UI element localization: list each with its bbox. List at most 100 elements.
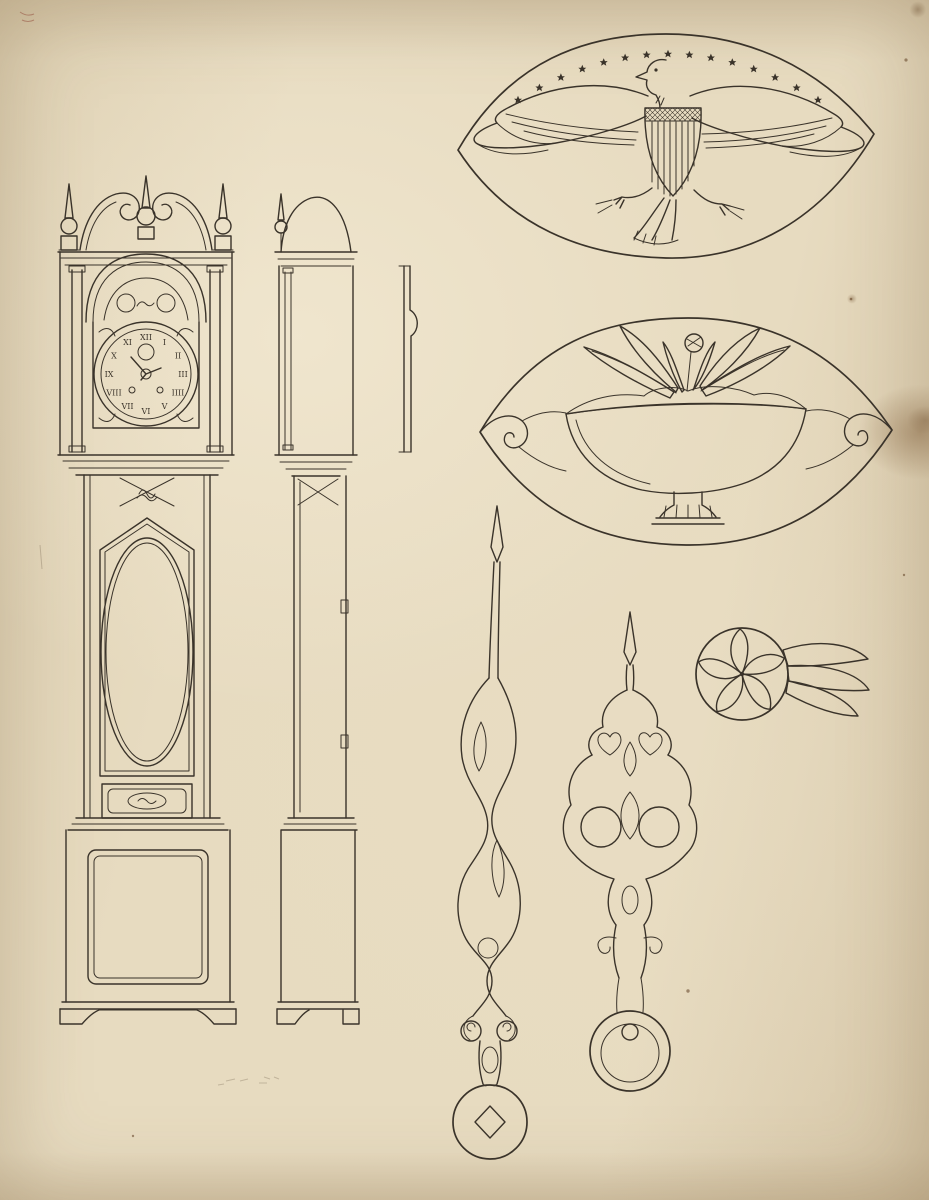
dial-numeral: I — [163, 338, 166, 347]
star-icon — [642, 50, 651, 59]
urn-mound — [565, 386, 807, 415]
husk-feather — [782, 642, 869, 667]
fret-cutout — [481, 1046, 499, 1074]
husk-feather — [785, 680, 859, 717]
dial-hands — [130, 356, 162, 381]
dial-numeral: III — [178, 370, 187, 379]
hand-boss — [589, 1010, 671, 1092]
winding-hole-right — [156, 386, 164, 394]
waist-door — [99, 517, 195, 777]
fret-cutout — [477, 937, 499, 959]
pediment-scrolls — [79, 192, 213, 251]
hood-cornice — [57, 454, 235, 476]
heart-cutout — [597, 732, 622, 756]
teardrop-cutout — [620, 791, 640, 840]
dial-numeral: V — [161, 402, 168, 411]
star-icon — [706, 53, 715, 62]
winding-hole-left — [128, 386, 136, 394]
dial-numeral: VI — [141, 407, 151, 416]
star-icon — [728, 58, 737, 66]
circle-cutout — [638, 806, 680, 848]
eagle-inlay-medallion — [457, 33, 875, 259]
leaf — [699, 327, 761, 391]
urn-foot — [651, 491, 725, 525]
side-bracket-foot — [276, 1008, 360, 1025]
star-icon — [535, 83, 544, 92]
star-icon — [664, 49, 672, 58]
urn-bowl — [565, 408, 807, 495]
eagle-shield — [644, 107, 702, 197]
star-icon — [814, 95, 822, 104]
clock-side-view — [274, 193, 360, 1025]
leaf — [701, 345, 791, 397]
eagle-eye — [654, 68, 658, 72]
finial-left — [58, 183, 80, 251]
hand-tip — [490, 505, 504, 563]
finial-right — [212, 183, 234, 251]
dial-numeral: XII — [140, 333, 152, 342]
leaf — [619, 325, 679, 393]
dial-spandrels — [98, 328, 194, 422]
dial-numeral: IIII — [172, 389, 185, 398]
medallion-outline — [457, 33, 875, 259]
star-icon — [685, 50, 694, 59]
paper-stain-specks — [131, 58, 908, 1138]
star-icon — [792, 83, 801, 92]
rosette-petals — [697, 628, 785, 713]
dial-numeral: XI — [123, 338, 132, 347]
urn-flower — [684, 333, 704, 353]
bracket-feet — [59, 1008, 237, 1025]
hand-tip — [623, 611, 637, 666]
heart-cutout — [638, 732, 663, 756]
diamond-cutout — [474, 1105, 506, 1139]
pencil-marks — [19, 11, 280, 1086]
clock-waist — [83, 474, 211, 819]
seconds-dial — [137, 343, 155, 361]
hinge-lower — [340, 734, 349, 749]
star-icon — [621, 53, 630, 62]
star-arc — [514, 49, 822, 104]
dial-numeral: II — [175, 352, 181, 361]
circle-cutout — [621, 1023, 639, 1041]
eagle-figure — [473, 58, 865, 246]
circle-cutout — [580, 806, 622, 848]
waist-oval-panel — [100, 537, 194, 767]
right-scroll-handle — [843, 413, 892, 447]
minute-hand-drawing — [452, 505, 528, 1160]
molding-profile-detail — [398, 265, 418, 453]
eagle-right-talon — [693, 189, 731, 216]
eagle-left-talon — [613, 187, 653, 209]
rosette-circle — [695, 627, 789, 721]
leaf — [662, 341, 685, 393]
clock-base — [59, 817, 237, 1025]
star-icon — [771, 73, 780, 81]
leaf — [692, 341, 716, 391]
eagle-head — [635, 58, 667, 109]
fret-cutout — [473, 721, 487, 772]
left-scroll-handle — [480, 415, 529, 449]
base-panel — [87, 849, 209, 985]
star-icon — [599, 58, 608, 66]
medallion-outline — [479, 317, 893, 546]
dial-numeral: X — [111, 352, 117, 361]
hand-boss — [452, 1084, 528, 1160]
dial-numeral: IX — [105, 370, 114, 379]
urn-rim — [565, 402, 807, 415]
star-icon — [556, 73, 565, 81]
urn-inlay-medallion — [479, 317, 893, 546]
star-icon — [578, 64, 587, 73]
side-crest — [280, 196, 352, 253]
rosette-detail-drawing — [695, 627, 870, 721]
hour-hand-drawing — [562, 611, 698, 1092]
waist-frieze — [119, 477, 175, 507]
fret-cutout — [491, 839, 505, 898]
leaf — [583, 346, 675, 399]
dial-numeral: VII — [120, 402, 133, 411]
urn-figure — [565, 325, 807, 525]
husk-feather — [786, 664, 870, 692]
